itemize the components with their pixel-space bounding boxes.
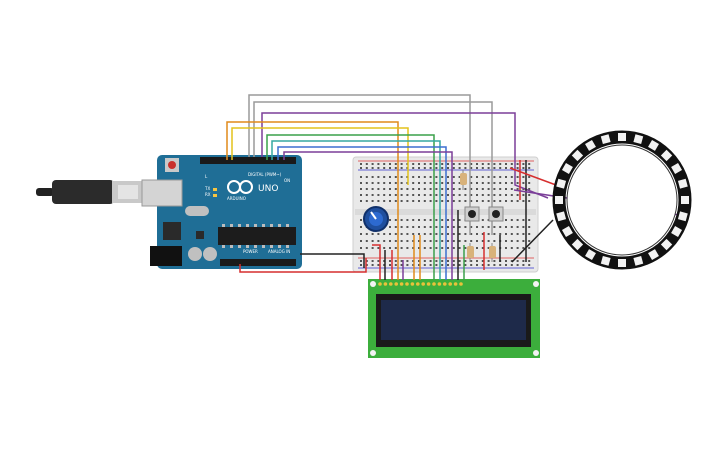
l-label: L — [205, 174, 208, 179]
digital-header — [200, 157, 296, 164]
wire-teal — [271, 140, 441, 280]
wire-gray-2 — [253, 101, 493, 235]
wire-gray-1 — [248, 94, 471, 235]
pushbutton-1[interactable] — [464, 206, 480, 222]
arduino-brand-label: ARDUINO — [227, 196, 246, 201]
atmega-chip — [218, 227, 296, 245]
arduino-logo — [227, 180, 253, 194]
neopixel-leds — [555, 133, 689, 267]
rx-label: RX — [205, 192, 211, 197]
uno-label: UNO — [258, 184, 278, 194]
power-label: POWER — [243, 249, 258, 254]
resistor-1 — [460, 170, 467, 190]
resistor-2 — [467, 243, 474, 262]
usb-cable — [36, 180, 144, 204]
tx-label: TX — [204, 186, 210, 191]
wire-orange — [226, 121, 399, 280]
wire-purple-2 — [283, 151, 453, 280]
wire-yellow — [231, 127, 409, 185]
potentiometer[interactable] — [363, 206, 389, 232]
on-label: ON — [284, 178, 290, 183]
digital-label: DIGITAL (PWM~) — [248, 172, 282, 177]
neopixel-ring[interactable] — [552, 130, 692, 270]
lcd-pin-header — [378, 282, 463, 286]
wire-blue — [277, 146, 447, 280]
pushbutton-2[interactable] — [488, 206, 504, 222]
breadboard-holes — [360, 163, 531, 266]
lcd-screen — [381, 300, 526, 340]
analog-label: ANALOG IN — [268, 249, 290, 254]
wire-gnd — [300, 253, 365, 268]
wire-green — [266, 134, 435, 280]
arduino-uno-board[interactable]: UNO ARDUINO DIGITAL (PWM~) POWER ANALOG … — [141, 155, 302, 269]
wire-5v — [239, 258, 367, 273]
lcd-16x2[interactable] — [368, 279, 540, 358]
resistor-3 — [489, 243, 496, 262]
reset-button[interactable] — [168, 161, 176, 169]
power-analog-header — [220, 259, 296, 266]
